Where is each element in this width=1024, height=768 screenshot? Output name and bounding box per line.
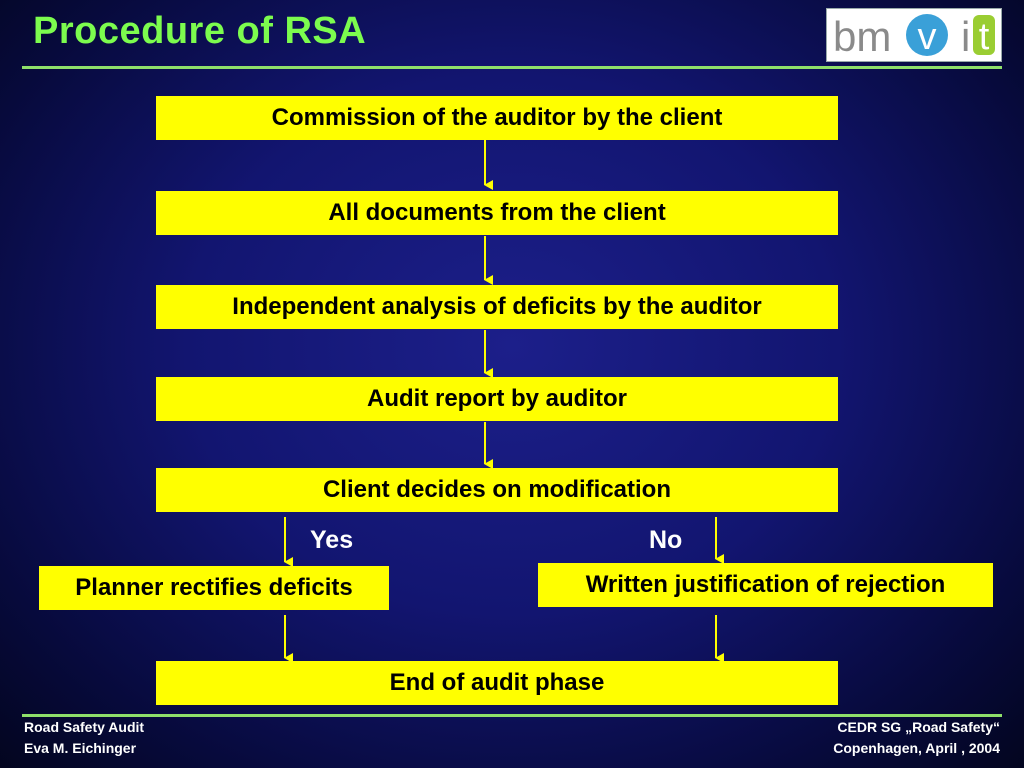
yes-label: Yes <box>310 526 354 554</box>
step-analysis-box: Independent analysis of deficits by the … <box>156 285 838 329</box>
step-decision-box: Client decides on modification <box>156 468 838 512</box>
header-rule <box>22 66 1002 69</box>
footer-right-line1: CEDR SG „Road Safety“ <box>837 719 1000 735</box>
page-title: Procedure of RSA <box>33 10 367 52</box>
end-of-audit-box: End of audit phase <box>156 661 838 705</box>
footer-right-line2: Copenhagen, April , 2004 <box>833 740 1000 756</box>
no-label: No <box>649 526 683 554</box>
logo-text-i: i <box>961 13 970 60</box>
footer-left-line1: Road Safety Audit <box>24 719 145 735</box>
written-justification-box: Written justification of rejection <box>538 563 993 607</box>
planner-rectifies-box: Planner rectifies deficits <box>39 566 389 610</box>
logo-text-v: v <box>918 16 937 58</box>
footer-right: CEDR SG „Road Safety“ Copenhagen, April … <box>833 717 1000 759</box>
step-report-box: Audit report by auditor <box>156 377 838 421</box>
bmvit-logo: bm v i t <box>826 8 1002 62</box>
step-commission-box: Commission of the auditor by the client <box>156 96 838 140</box>
step-documents-box: All documents from the client <box>156 191 838 235</box>
logo-text-bm: bm <box>833 13 891 60</box>
footer-left: Road Safety Audit Eva M. Eichinger <box>24 717 144 759</box>
footer-rule <box>22 714 1002 717</box>
logo-text-t: t <box>979 16 990 58</box>
footer-left-line2: Eva M. Eichinger <box>24 740 137 756</box>
